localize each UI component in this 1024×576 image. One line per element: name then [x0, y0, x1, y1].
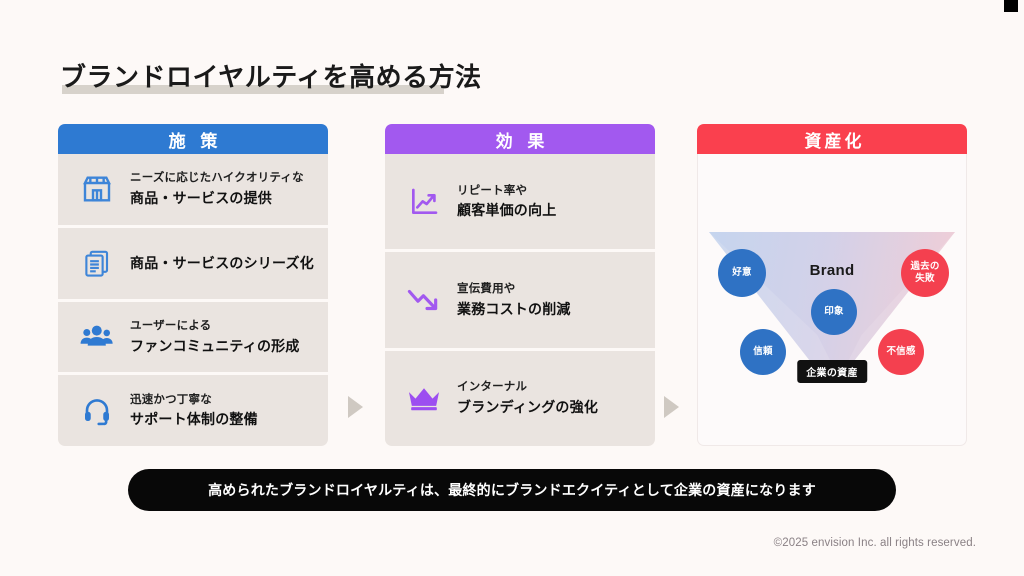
chart-up-icon: [401, 186, 447, 218]
list-item-title: 商品・サービスの提供: [130, 190, 272, 207]
column-header-measures: 施 策: [58, 124, 328, 154]
list-item-text: リピート率や 顧客単価の向上: [457, 183, 556, 221]
list-item[interactable]: インターナル ブランディングの強化: [385, 350, 655, 446]
list-item-subtitle: 迅速かつ丁寧な: [130, 393, 212, 406]
people-group-icon: [74, 322, 120, 352]
list-item-title: サポート体制の整備: [130, 411, 258, 428]
bubble-goodwill: 好意: [718, 249, 766, 297]
list-item-text: インターナル ブランディングの強化: [457, 379, 598, 417]
list-item-title: 業務コストの削減: [457, 300, 571, 317]
funnel-center-label: Brand: [809, 262, 855, 279]
list-item[interactable]: ユーザーによる ファンコミュニティの形成: [58, 301, 328, 373]
arrow-down-trend-icon: [401, 285, 447, 315]
columns-row: 施 策 ニーズに応じたハイクオリティな 商品・サービスの提供: [0, 124, 1024, 446]
column-body-effects: リピート率や 顧客単価の向上 宣伝費用や 業務コストの削減: [385, 154, 655, 446]
column-header-effects: 効 果: [385, 124, 655, 154]
documents-icon: [74, 248, 120, 278]
list-item[interactable]: リピート率や 顧客単価の向上: [385, 154, 655, 250]
bubble-impression: 印象: [811, 289, 857, 335]
bubble-trust: 信頼: [740, 329, 786, 375]
page-title-text: ブランドロイヤルティを高める方法: [60, 62, 482, 92]
list-item-text: 商品・サービスのシリーズ化: [130, 253, 314, 273]
corporate-asset-tag: 企業の資産: [797, 360, 867, 383]
list-item-title: ブランディングの強化: [457, 399, 599, 416]
column-measures: 施 策 ニーズに応じたハイクオリティな 商品・サービスの提供: [58, 124, 328, 446]
list-item-subtitle: インターナル: [457, 381, 528, 394]
list-item-subtitle: リピート率や: [457, 184, 528, 197]
list-item-text: 宣伝費用や 業務コストの削減: [457, 281, 571, 319]
crown-icon: [401, 383, 447, 413]
list-item[interactable]: 宣伝費用や 業務コストの削減: [385, 252, 655, 348]
list-item-text: 迅速かつ丁寧な サポート体制の整備: [130, 392, 258, 430]
arrow-right-icon: [348, 396, 363, 418]
summary-banner: 高められたブランドロイヤルティは、最終的にブランドエクイティとして企業の資産にな…: [128, 469, 896, 511]
column-body-measures: ニーズに応じたハイクオリティな 商品・サービスの提供 商品・サービスのシリーズ化: [58, 154, 328, 446]
list-item[interactable]: 商品・サービスのシリーズ化: [58, 227, 328, 299]
list-item-title: 商品・サービスのシリーズ化: [130, 254, 314, 271]
list-item-text: ユーザーによる ファンコミュニティの形成: [130, 318, 300, 356]
page-title: ブランドロイヤルティを高める方法: [60, 62, 482, 95]
list-item-subtitle: ニーズに応じたハイクオリティな: [130, 172, 304, 185]
bubble-distrust: 不信感: [878, 329, 924, 375]
corner-mark: [1004, 0, 1018, 12]
column-effects: 効 果 リピート率や 顧客単価の向上: [385, 124, 655, 446]
list-item-subtitle: 宣伝費用や: [457, 282, 516, 295]
list-item-title: 顧客単価の向上: [457, 202, 557, 219]
storefront-icon: [74, 173, 120, 205]
headset-icon: [74, 396, 120, 426]
arrow-right-icon: [664, 396, 679, 418]
column-assetization: 資産化 Brand 好意 過去の失敗 印象 信頼 不信感 企業の資産: [697, 124, 967, 446]
title-highlight-bar: [62, 85, 444, 95]
list-item-text: ニーズに応じたハイクオリティな 商品・サービスの提供: [130, 170, 304, 208]
list-item[interactable]: ニーズに応じたハイクオリティな 商品・サービスの提供: [58, 154, 328, 225]
list-item-title: ファンコミュニティの形成: [130, 337, 300, 354]
brand-equity-funnel-diagram: Brand 好意 過去の失敗 印象 信頼 不信感 企業の資産: [697, 154, 967, 446]
bubble-past-failure: 過去の失敗: [901, 249, 949, 297]
list-item-subtitle: ユーザーによる: [130, 319, 212, 332]
list-item[interactable]: 迅速かつ丁寧な サポート体制の整備: [58, 375, 328, 446]
copyright-footer: ©2025 envision Inc. all rights reserved.: [773, 537, 976, 549]
column-header-assetization: 資産化: [697, 124, 967, 154]
